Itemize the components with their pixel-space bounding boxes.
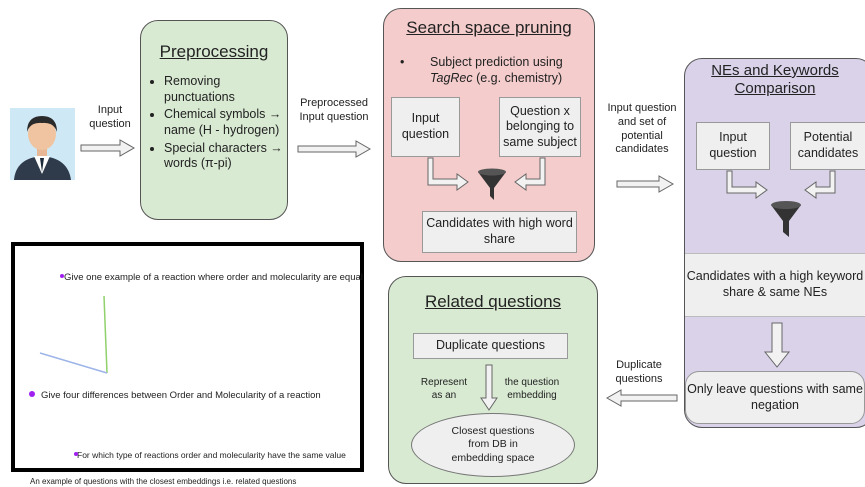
preprocessing-list: Removing punctuations Chemical symbols →… [146, 74, 286, 174]
arrow-nes-input-to-funnel [726, 170, 768, 199]
arrow-to-preprocessing [80, 139, 136, 157]
nes-keywords-panel [684, 58, 865, 428]
funnel-icon-nes [771, 201, 801, 237]
question-x-box: Question x belonging to same subject [499, 97, 581, 157]
arrow-down-to-negation [763, 322, 791, 368]
preprocessing-item: Chemical symbols → name (H - hydrogen) [164, 107, 286, 138]
duplicate-questions-arrow-label: Duplicate questions [615, 359, 663, 385]
question-embedding-label: the question embedding [504, 377, 560, 401]
arrow-down-to-embedding [480, 364, 498, 411]
embedding-point-2 [29, 391, 35, 397]
embedding-plot-frame [11, 242, 364, 472]
preprocessed-input-label: Preprocessed Input question [299, 97, 369, 123]
arrow-candidates-to-funnel [804, 170, 836, 199]
input-question-label: Input question [89, 104, 131, 130]
same-negation-box: Only leave questions with same negation [685, 371, 865, 424]
arrow-to-nes-panel [616, 175, 675, 193]
preprocessing-title: Preprocessing [159, 42, 269, 61]
nes-input-question-box: Input question [696, 122, 770, 170]
funnel-icon-search [478, 168, 506, 200]
embedding-question-2: Give four differences between Order and … [41, 390, 321, 401]
search-space-title: Search space pruning [406, 18, 572, 37]
nes-keywords-title: NEs and Keywords Comparison [711, 62, 839, 97]
closest-questions-text: Closest questions from DB in embedding s… [451, 425, 535, 464]
potential-candidates-box: Potential candidates [790, 122, 865, 170]
duplicate-questions-box: Duplicate questions [413, 333, 568, 359]
embedding-question-3: For which type of reactions order and mo… [77, 450, 346, 460]
represent-as-an-label: Represent as an [420, 377, 468, 401]
embedding-axis-green [103, 295, 108, 374]
embedding-question-1: Give one example of a reaction where ord… [64, 272, 363, 283]
related-questions-title: Related questions [424, 292, 562, 311]
arrow-to-search-space [297, 140, 372, 158]
arrow-question-to-funnel [514, 157, 546, 191]
keyword-share-band: Candidates with a high keyword share & s… [685, 253, 865, 317]
preprocessing-panel [140, 20, 288, 220]
embedding-point-3 [74, 452, 78, 456]
preprocessing-item: Special characters → words (π-pi) [164, 141, 286, 172]
search-input-question-box: Input question [391, 97, 460, 157]
candidates-high-word-share-box: Candidates with high word share [422, 211, 577, 253]
embedding-axis-blue [39, 352, 108, 374]
closest-questions-ellipse: Closest questions from DB in embedding s… [411, 413, 575, 477]
arrow-input-to-funnel [427, 157, 469, 191]
embedding-caption: An example of questions with the closest… [30, 477, 297, 486]
arrow-to-related [605, 389, 678, 407]
embedding-point-1 [60, 274, 64, 278]
subject-prediction-bullet: • Subject prediction using TagRec (e.g. … [400, 55, 563, 86]
user-avatar-icon [10, 108, 75, 180]
input-and-candidates-label: Input question and set of potential cand… [607, 102, 677, 156]
preprocessing-item: Removing punctuations [164, 74, 286, 105]
